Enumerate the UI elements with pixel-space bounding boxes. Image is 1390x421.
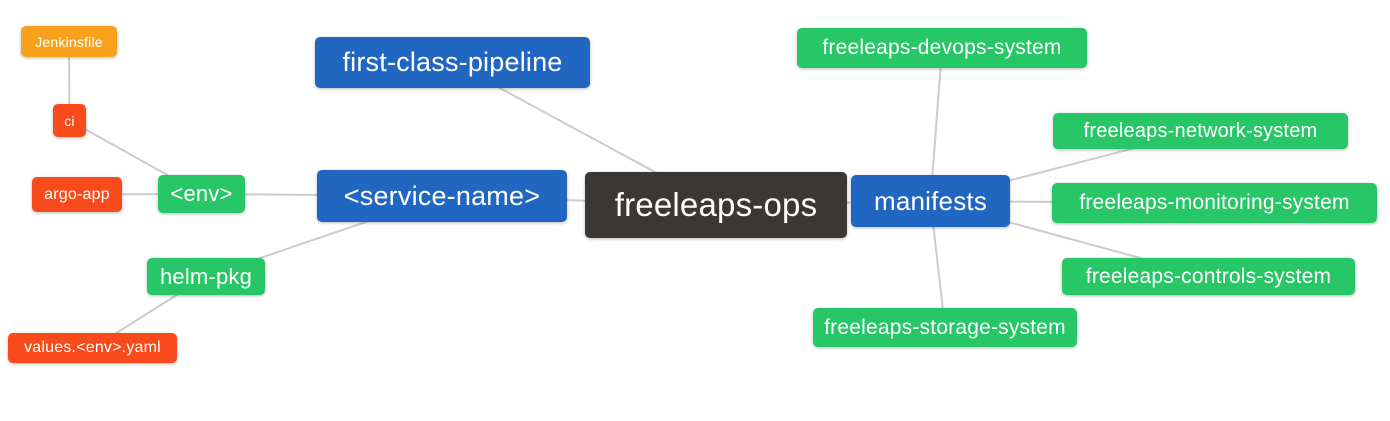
- node-argo-app[interactable]: argo-app: [32, 177, 122, 212]
- node-label: <env>: [170, 181, 233, 206]
- node-label: freeleaps-ops: [614, 186, 818, 223]
- node-devops-system[interactable]: freeleaps-devops-system: [797, 28, 1087, 68]
- node-label: ci: [64, 112, 75, 129]
- node-monitoring-system[interactable]: freeleaps-monitoring-system: [1052, 183, 1377, 223]
- node-manifests[interactable]: manifests: [851, 175, 1010, 227]
- node-label: freeleaps-controls-system: [1085, 264, 1332, 288]
- node-service-name[interactable]: <service-name>: [317, 170, 567, 222]
- node-ci[interactable]: ci: [53, 104, 86, 137]
- node-network-system[interactable]: freeleaps-network-system: [1053, 113, 1348, 149]
- node-label: <service-name>: [343, 180, 541, 211]
- node-label: values.<env>.yaml: [24, 339, 161, 356]
- node-freeleaps-ops[interactable]: freeleaps-ops: [585, 172, 847, 238]
- node-label: freeleaps-network-system: [1083, 119, 1318, 142]
- node-first-class-pipeline[interactable]: first-class-pipeline: [315, 37, 590, 88]
- node-helm-pkg[interactable]: helm-pkg: [147, 258, 265, 295]
- node-label: argo-app: [44, 185, 110, 203]
- node-label: freeleaps-storage-system: [824, 315, 1066, 339]
- node-label: freeleaps-monitoring-system: [1079, 191, 1350, 214]
- node-label: Jenkinsfile: [35, 33, 103, 50]
- node-controls-system[interactable]: freeleaps-controls-system: [1062, 258, 1355, 295]
- node-env[interactable]: <env>: [158, 175, 245, 213]
- node-jenkinsfile[interactable]: Jenkinsfile: [21, 26, 117, 57]
- node-label: manifests: [873, 185, 988, 216]
- node-values-env-yaml[interactable]: values.<env>.yaml: [8, 333, 177, 363]
- node-label: first-class-pipeline: [342, 47, 563, 77]
- node-label: helm-pkg: [159, 263, 253, 289]
- node-label: freeleaps-devops-system: [822, 36, 1062, 59]
- node-storage-system[interactable]: freeleaps-storage-system: [813, 308, 1077, 347]
